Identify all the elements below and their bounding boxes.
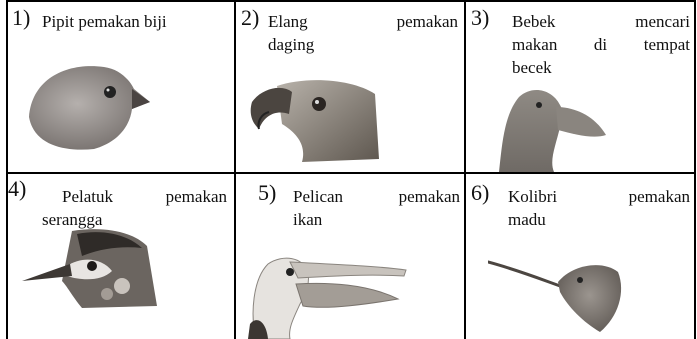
table-top-border — [6, 0, 696, 2]
cell-3-line3: becek — [512, 56, 690, 79]
duck-head-illustration — [494, 85, 609, 172]
cell-5-caption: Pelican pemakan ikan — [293, 185, 460, 231]
cell-3-number: 3) — [471, 5, 489, 31]
cell-2-line1-word1: Elang — [268, 10, 308, 33]
cell-5-line1-word1: Pelican — [293, 185, 343, 208]
cell-3-line2-word1: makan — [512, 33, 557, 56]
cell-4-caption: Pelatuk pemakan — [62, 185, 227, 208]
cell-1-caption: Pipit pemakan biji — [42, 10, 227, 33]
eagle-head-illustration — [247, 74, 382, 164]
finch-head-illustration — [24, 57, 152, 152]
cell-1-number: 1) — [12, 5, 30, 31]
cell-6-line1-word2: pemakan — [629, 185, 690, 208]
cell-6-line2: madu — [508, 208, 690, 231]
cell-2-line2: daging — [268, 33, 458, 56]
cell-5-line1-word2: pemakan — [399, 185, 460, 208]
cell-1-line1: Pipit pemakan biji — [42, 10, 227, 33]
cell-6-caption: Kolibri pemakan madu — [508, 185, 690, 231]
cell-3-line2-word2: di — [594, 33, 607, 56]
cell-4-line1-word2: pemakan — [166, 185, 227, 208]
cell-6-line1-word1: Kolibri — [508, 185, 557, 208]
hummingbird-head-illustration — [488, 252, 628, 337]
cell-2-caption: Elang pemakan daging — [268, 10, 458, 56]
cell-4-line1-word1: Pelatuk — [62, 185, 113, 208]
pelican-head-illustration — [248, 254, 408, 339]
cell-3-line2-word3: tempat — [644, 33, 690, 56]
cell-2-number: 2) — [241, 5, 259, 31]
cell-5-line2: ikan — [293, 208, 460, 231]
cell-4-number: 4) — [8, 176, 26, 202]
table-middle-border — [6, 172, 696, 174]
table-column-divider-2 — [464, 0, 466, 339]
cell-3-line1-word2: mencari — [635, 10, 690, 33]
cell-5-number: 5) — [258, 180, 276, 206]
cell-6-number: 6) — [471, 180, 489, 206]
cell-3-line1-word1: Bebek — [512, 10, 555, 33]
woodpecker-head-illustration — [22, 226, 162, 311]
cell-3-caption: Bebek mencari makan di tempat becek — [512, 10, 690, 79]
cell-2-line1-word2: pemakan — [397, 10, 458, 33]
table-column-divider-1 — [234, 0, 236, 339]
